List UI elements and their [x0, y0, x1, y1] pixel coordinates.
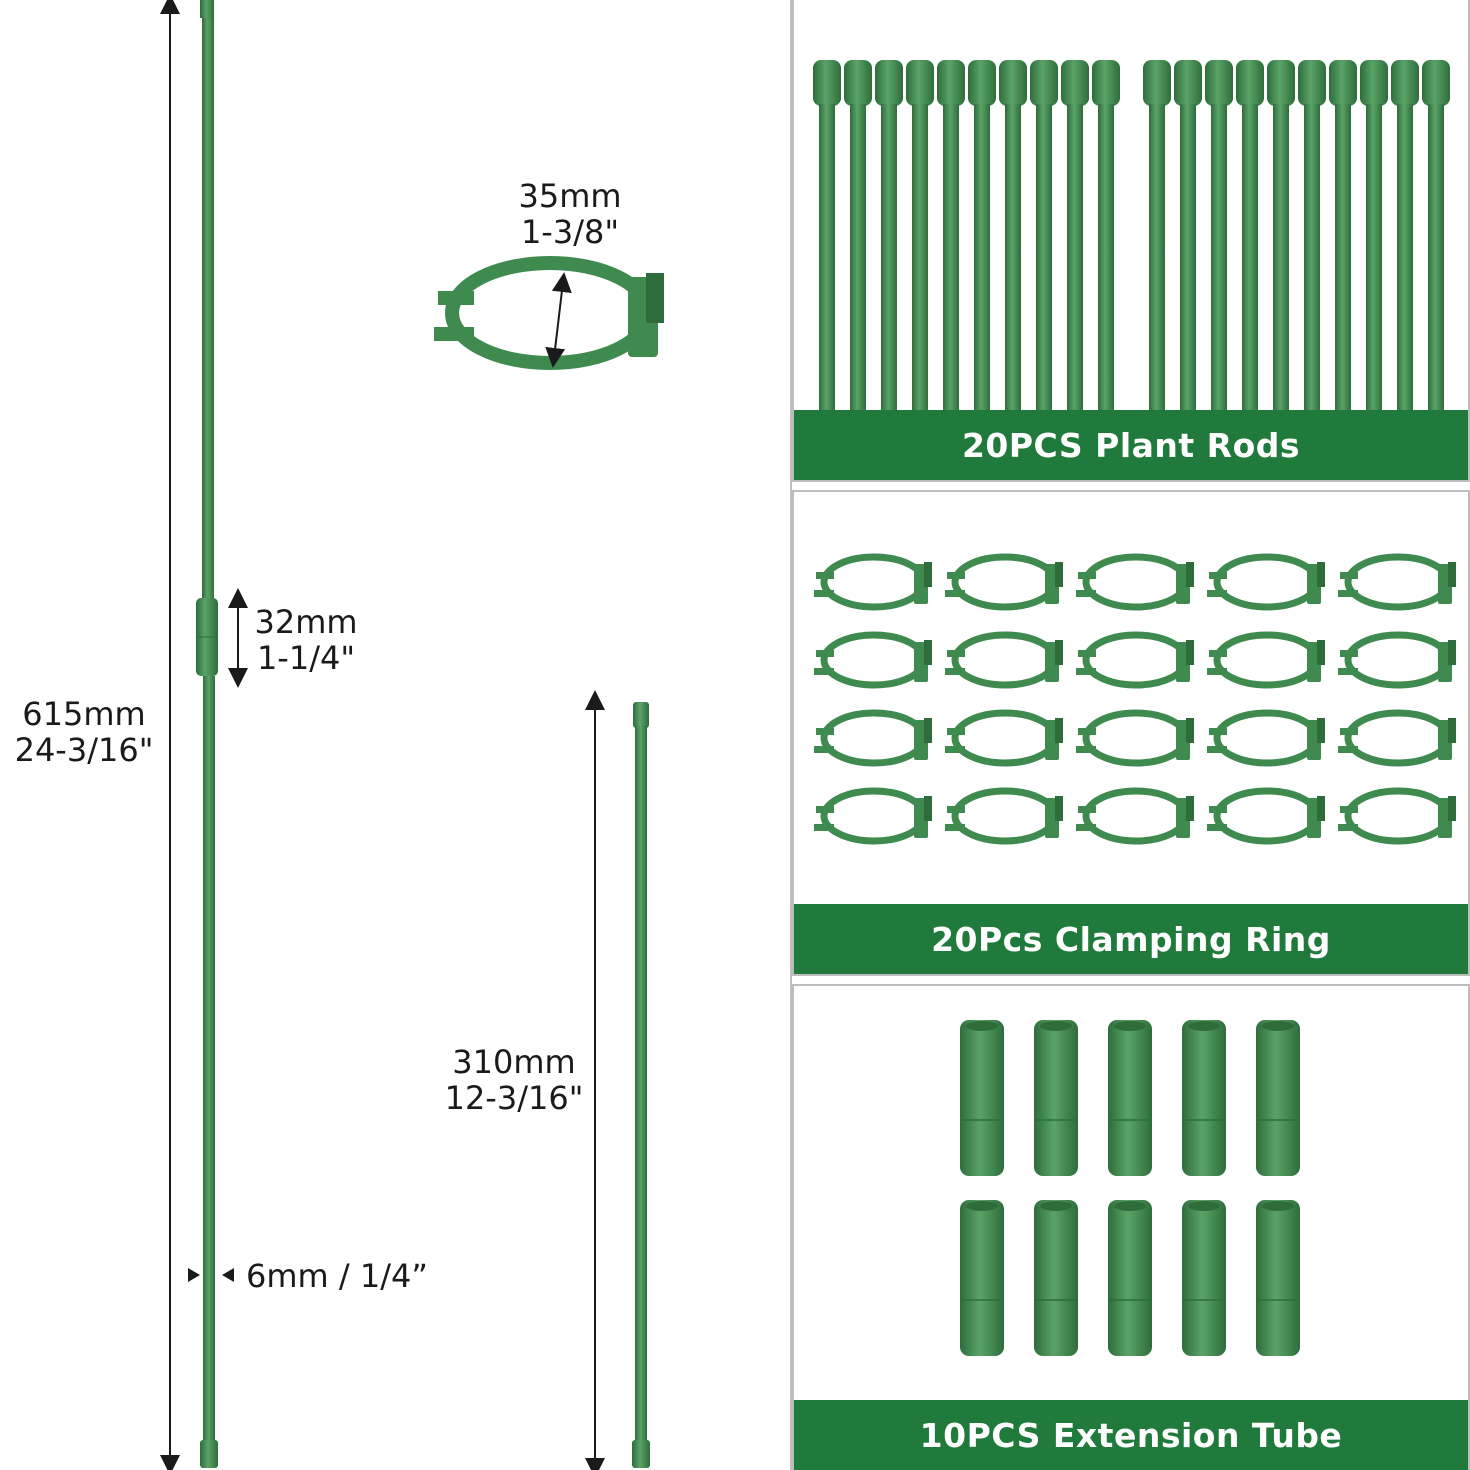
ring-size-label: 35mm 1-3/8" — [500, 178, 640, 250]
plant-rod-item — [1360, 60, 1388, 412]
extension-tube-item — [1182, 1020, 1226, 1176]
extension-tube-grid — [960, 1020, 1300, 1356]
connector-length-label: 32mm 1-1/4" — [250, 604, 362, 676]
short-rod-length-in: 12-3/16" — [444, 1079, 584, 1117]
plant-rods-label: 20PCS Plant Rods — [961, 425, 1301, 465]
clamping-ring-panel: 20Pcs Clamping Ring — [792, 490, 1470, 976]
plant-rods-grid — [813, 60, 1450, 412]
plant-rod-item — [1092, 60, 1120, 412]
plant-rod-item — [1236, 60, 1264, 412]
clamping-ring-item — [1207, 709, 1325, 767]
plant-rod-item — [1061, 60, 1089, 412]
clamping-ring-grid — [814, 553, 1456, 845]
long-rod-length-mm: 615mm — [22, 695, 146, 733]
clamping-ring-item — [1076, 631, 1194, 689]
clamping-ring-item — [945, 787, 1063, 845]
clamping-ring-large — [434, 256, 664, 370]
extension-tube-label: 10PCS Extension Tube — [919, 1415, 1343, 1455]
clamping-ring-item — [945, 631, 1063, 689]
short-rod-length-label: 310mm 12-3/16" — [440, 1044, 588, 1116]
extension-tube-banner: 10PCS Extension Tube — [794, 1400, 1468, 1470]
clamping-ring-item — [814, 709, 932, 767]
clamping-ring-item — [814, 787, 932, 845]
ring-size-in: 1-3/8" — [520, 213, 620, 251]
clamping-ring-item — [1338, 631, 1456, 689]
diameter-arrow-right — [222, 1268, 234, 1282]
clamping-ring-item — [1076, 787, 1194, 845]
plant-rods-banner: 20PCS Plant Rods — [794, 410, 1468, 480]
plant-rod-item — [1422, 60, 1450, 412]
clamping-ring-item — [945, 553, 1063, 611]
long-rod-length-in: 24-3/16" — [14, 731, 154, 769]
clamping-ring-item — [1207, 631, 1325, 689]
plant-rods-panel: 20PCS Plant Rods — [792, 0, 1470, 482]
clamping-ring-banner: 20Pcs Clamping Ring — [794, 904, 1468, 974]
plant-rod-item — [813, 60, 841, 412]
rod-diameter-label: 6mm / 1/4” — [246, 1257, 428, 1295]
plant-rod-item — [1143, 60, 1171, 412]
ring-size-arrow — [545, 272, 572, 368]
short-rod — [632, 702, 650, 1468]
plant-rod-item — [968, 60, 996, 412]
clamping-ring-item — [1207, 553, 1325, 611]
plant-rod-item — [906, 60, 934, 412]
clamping-ring-item — [814, 553, 932, 611]
plant-rod-item — [1205, 60, 1233, 412]
clamping-ring-item — [1338, 709, 1456, 767]
clamping-ring-item — [945, 709, 1063, 767]
connector-length-in: 1-1/4" — [256, 639, 356, 677]
short-rod-length-mm: 310mm — [452, 1043, 576, 1081]
extension-tube-item — [1108, 1200, 1152, 1356]
plant-rod-item — [1391, 60, 1419, 412]
plant-rod-item — [1329, 60, 1357, 412]
plant-rod-item — [875, 60, 903, 412]
extension-tube-panel: 10PCS Extension Tube — [792, 984, 1470, 1470]
clamping-ring-item — [1338, 553, 1456, 611]
long-rod-illustration — [160, 0, 664, 1470]
diameter-arrow-left — [188, 1268, 200, 1282]
clamping-ring-item — [1076, 709, 1194, 767]
clamping-ring-label: 20Pcs Clamping Ring — [931, 919, 1331, 959]
clamping-ring-item — [1076, 553, 1194, 611]
plant-rod-item — [1030, 60, 1058, 412]
extension-tube-item — [960, 1020, 1004, 1176]
plant-rod-item — [937, 60, 965, 412]
connector-length-mm: 32mm — [254, 603, 358, 641]
extension-tube-item — [1256, 1020, 1300, 1176]
clamping-ring-item — [814, 631, 932, 689]
plant-rod-item — [1174, 60, 1202, 412]
plant-rod-item — [844, 60, 872, 412]
long-rod-length-label: 615mm 24-3/16" — [8, 696, 160, 768]
plant-rod-item — [1298, 60, 1326, 412]
extension-tube-item — [1034, 1200, 1078, 1356]
long-rod — [196, 0, 218, 1468]
extension-tube-item — [1034, 1020, 1078, 1176]
column-divider — [790, 0, 792, 1470]
extension-tube-item — [1256, 1200, 1300, 1356]
extension-tube-item — [960, 1200, 1004, 1356]
extension-tube-item — [1108, 1020, 1152, 1176]
extension-tube-item — [1182, 1200, 1226, 1356]
plant-rod-item — [999, 60, 1027, 412]
clamping-ring-item — [1338, 787, 1456, 845]
plant-rod-item — [1267, 60, 1295, 412]
clamping-ring-item — [1207, 787, 1325, 845]
ring-size-mm: 35mm — [518, 177, 622, 215]
